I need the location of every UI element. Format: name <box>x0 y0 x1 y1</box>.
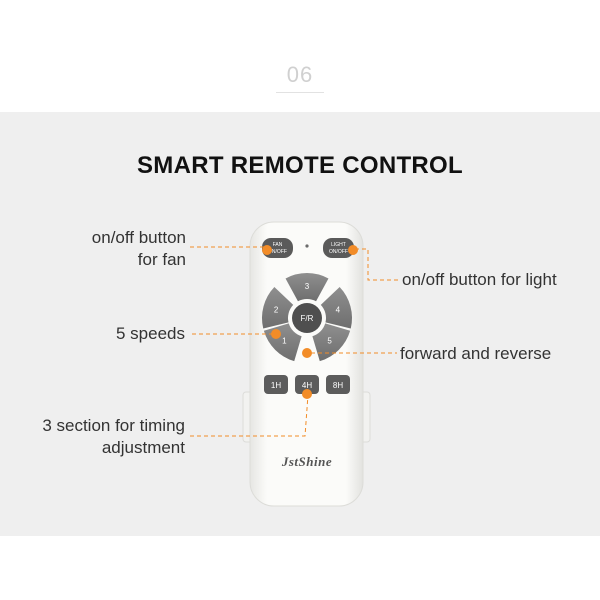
callout-lines <box>190 246 400 437</box>
speed-button-5[interactable]: 5 <box>312 323 351 362</box>
speed-segment-shape <box>285 272 329 302</box>
indicator-led <box>305 244 309 248</box>
callout-dot-timing <box>302 389 312 399</box>
label-fan-onoff-line1: on/off button <box>91 228 186 247</box>
fan-button-label-1: FAN <box>273 242 283 248</box>
light-button-label-1: LIGHT <box>331 242 346 248</box>
speed-label-2: 2 <box>274 306 279 315</box>
speed-segment-shape <box>262 287 294 329</box>
light-onoff-button[interactable]: LIGHT ON/OFF <box>323 238 354 258</box>
speed-button-4[interactable]: 4 <box>320 287 353 329</box>
label-timing-line1: 3 section for timing <box>42 416 185 435</box>
callout-dot-speeds <box>271 329 281 339</box>
speed-segment-shape <box>320 287 353 329</box>
label-fan-onoff: on/off button for fan <box>40 227 186 271</box>
speed-segment-shape <box>312 323 351 362</box>
timer-button-1h[interactable]: 1H <box>264 375 288 394</box>
label-speeds: 5 speeds <box>116 324 185 343</box>
callout-line-light <box>355 248 400 281</box>
fan-button-label-2: ON/OFF <box>268 249 287 255</box>
speed-label-5: 5 <box>327 337 332 346</box>
timer-label-1h: 1H <box>271 381 281 390</box>
label-timing: 3 section for timing adjustment <box>10 415 185 459</box>
speed-label-3: 3 <box>305 282 310 291</box>
forward-reverse-button[interactable]: F/R <box>292 303 322 333</box>
speed-label-1: 1 <box>282 337 287 346</box>
timer-label-8h: 8H <box>333 381 343 390</box>
timer-button-8h[interactable]: 8H <box>326 375 350 394</box>
callout-dot-light <box>348 245 358 255</box>
speed-label-4: 4 <box>336 306 341 315</box>
center-button-label: F/R <box>301 314 314 323</box>
callout-dots <box>262 245 358 399</box>
speed-ring: 1 2 3 4 5 <box>262 272 353 362</box>
callout-dot-fan <box>262 245 272 255</box>
step-underline <box>276 92 324 93</box>
timer-label-4h: 4H <box>302 381 312 390</box>
label-fan-onoff-line2: for fan <box>137 250 186 269</box>
timer-button-4h[interactable]: 4H <box>295 375 319 394</box>
callout-dot-forward-reverse <box>302 348 312 358</box>
light-button-label-2: ON/OFF <box>329 249 348 255</box>
step-number: 06 <box>286 62 314 87</box>
label-light-onoff: on/off button for light <box>402 270 557 289</box>
speed-button-3[interactable]: 3 <box>285 272 329 302</box>
label-forward-reverse: forward and reverse <box>400 344 552 363</box>
brand-logo: JstShine <box>281 454 332 469</box>
label-timing-line2: adjustment <box>101 438 185 457</box>
callout-line-timing <box>190 394 309 437</box>
page-title: SMART REMOTE CONTROL <box>137 152 463 179</box>
speed-button-2[interactable]: 2 <box>262 287 294 329</box>
